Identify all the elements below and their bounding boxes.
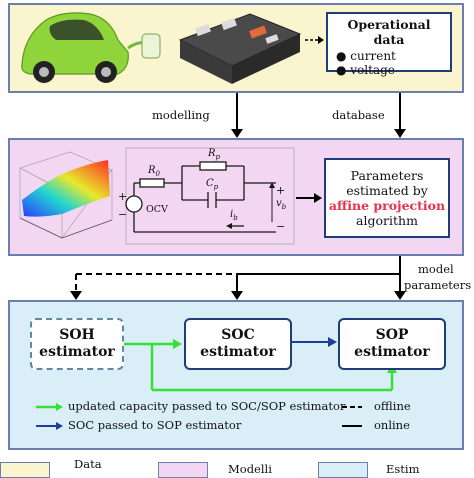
legend-estimation-swatch xyxy=(318,462,368,478)
circuit-rp-label: Rp xyxy=(208,148,221,161)
legend-online-label: online xyxy=(374,418,410,432)
parameters-highlight: affine projection xyxy=(328,198,446,213)
legend-green-label: updated capacity passed to SOC/SOP estim… xyxy=(68,399,346,413)
legend-data-label: Data xyxy=(74,457,102,471)
soc-estimator-box: SOC estimator xyxy=(184,318,292,370)
legend-blue-label: SOC passed to SOP estimator xyxy=(68,418,242,432)
circuit-vb-label: vb xyxy=(276,198,287,211)
parameters-line-1: Parameters xyxy=(350,168,424,183)
sop-title: SOP xyxy=(375,327,409,343)
operational-data-title: Operational data xyxy=(347,17,431,47)
soh-estimator-box: SOH estimator xyxy=(30,318,124,370)
parameters-line-2: estimated by xyxy=(346,183,428,198)
equivalent-circuit-diagram xyxy=(125,161,276,233)
database-arrow-label: database xyxy=(332,108,385,122)
circuit-ocv-label: OCV xyxy=(146,204,168,215)
sop-subtitle: estimator xyxy=(354,344,430,360)
operational-item-voltage: ● voltage xyxy=(336,63,395,77)
parameters-box: Parameters estimated by affine projectio… xyxy=(324,158,450,238)
legend-estimation-label: Estim xyxy=(386,462,420,476)
operational-item-current: ● current xyxy=(336,49,396,63)
soc-title: SOC xyxy=(221,327,255,343)
electric-car-icon xyxy=(21,12,161,83)
legend-data-swatch xyxy=(0,462,50,478)
model-parameters-label-1: model xyxy=(418,262,454,276)
soh-title: SOH xyxy=(59,327,95,343)
operational-data-box: Operational data ● current ● voltage xyxy=(326,12,452,77)
modelling-arrow-label: modelling xyxy=(152,108,210,122)
battery-pack-icon xyxy=(178,13,302,84)
circuit-minus-left: − xyxy=(118,208,128,221)
legend-modelling-swatch xyxy=(158,462,208,478)
circuit-minus-right: − xyxy=(276,220,286,233)
soc-subtitle: estimator xyxy=(200,344,276,360)
sop-estimator-box: SOP estimator xyxy=(338,318,446,370)
legend-offline-label: offline xyxy=(374,399,411,413)
soh-subtitle: estimator xyxy=(39,344,115,360)
circuit-cp-label: Cp xyxy=(206,178,219,191)
circuit-plus-right: + xyxy=(276,184,286,197)
model-parameters-label-2: parameters xyxy=(404,278,472,292)
circuit-plus-left: + xyxy=(118,190,128,203)
circuit-r0-label: R0 xyxy=(148,165,160,178)
parameters-line-4: algorithm xyxy=(356,213,418,228)
surface-plot-icon xyxy=(19,151,113,239)
circuit-ib-label: ib xyxy=(230,209,238,222)
legend-modelling-label: Modelli xyxy=(228,462,272,476)
